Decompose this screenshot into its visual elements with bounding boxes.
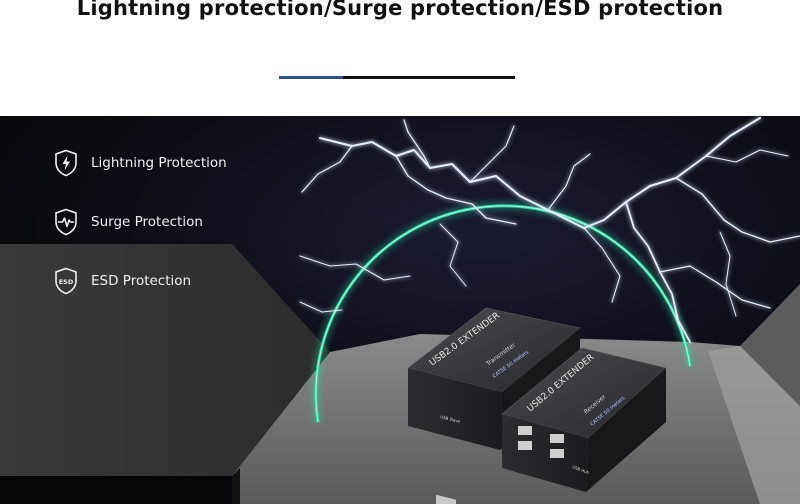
hero-banner: USB2.0 EXTENDER Transmitter CAT5E 50 met… bbox=[0, 116, 800, 504]
feature-label: Lightning Protection bbox=[91, 155, 227, 171]
feature-lightning-protection: Lightning Protection bbox=[54, 148, 227, 178]
title-underline bbox=[279, 76, 515, 79]
feature-surge-protection: Surge Protection bbox=[54, 207, 203, 237]
pulse-shield-icon bbox=[55, 208, 77, 236]
lightning-bolts bbox=[299, 117, 800, 343]
feature-label: Surge Protection bbox=[91, 214, 203, 230]
floor-edge-shadow bbox=[232, 468, 240, 504]
usb-slave-port bbox=[436, 494, 456, 504]
receiver-port-label: USB Hub bbox=[572, 464, 591, 475]
lightning-shield-icon bbox=[55, 149, 77, 177]
transmitter-device: USB2.0 EXTENDER Transmitter CAT5E 50 met… bbox=[407, 307, 581, 504]
feature-esd-protection: ESD ESD Protection bbox=[54, 266, 191, 296]
hero-scene: USB2.0 EXTENDER Transmitter CAT5E 50 met… bbox=[0, 116, 800, 504]
feature-label: ESD Protection bbox=[91, 273, 192, 289]
esd-shield-icon: ESD bbox=[55, 267, 77, 295]
left-wall-panel bbox=[0, 244, 330, 476]
title-underline-accent bbox=[279, 76, 343, 79]
receiver-side bbox=[586, 368, 666, 492]
transmitter-front bbox=[408, 368, 502, 450]
right-wall-panel bbox=[740, 284, 800, 406]
usb-hub-ports bbox=[518, 426, 564, 458]
page-header: Lightning protection/Surge protection/ES… bbox=[0, 0, 800, 116]
floor-highlight bbox=[708, 346, 800, 504]
receiver-device: USB2.0 EXTENDER Receiver CAT5E 50 meters… bbox=[501, 347, 667, 492]
page-title: Lightning protection/Surge protection/ES… bbox=[76, 0, 724, 20]
esd-icon-text: ESD bbox=[59, 278, 74, 286]
transmitter-port-label: USB Slave bbox=[440, 414, 462, 424]
